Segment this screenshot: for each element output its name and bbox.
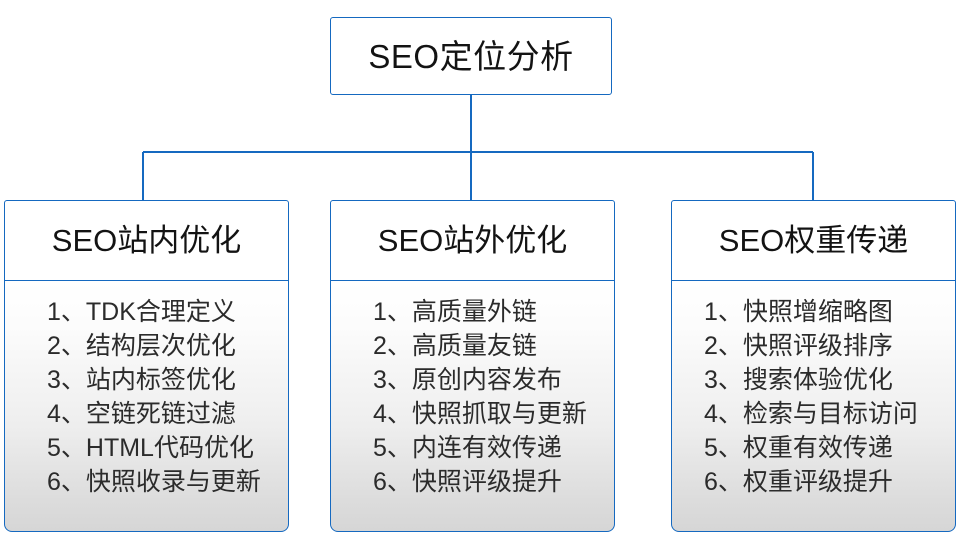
list-item: 1、TDK合理定义 [47,298,236,326]
root-node-title: SEO定位分析 [368,37,574,75]
branch-header-off-page[interactable]: SEO站外优化 [330,200,615,281]
branch-column-on-page: SEO站内优化 1、TDK合理定义 2、结构层次优化 3、站内标签优化 4、空链… [4,200,289,532]
list-item: 2、结构层次优化 [47,332,236,360]
list-item: 5、HTML代码优化 [47,434,254,462]
list-item: 5、内连有效传递 [373,434,562,462]
list-item: 1、高质量外链 [373,298,537,326]
branch-header-on-page[interactable]: SEO站内优化 [4,200,289,281]
branch-item-list: 1、快照增缩略图 2、快照评级排序 3、搜索体验优化 4、检索与目标访问 5、权… [672,295,918,499]
branch-header-title: SEO站内优化 [51,223,242,258]
branch-body-off-page: 1、高质量外链 2、高质量友链 3、原创内容发布 4、快照抓取与更新 5、内连有… [330,281,615,532]
root-node[interactable]: SEO定位分析 [330,17,612,95]
list-item: 3、搜索体验优化 [704,366,893,394]
branch-body-on-page: 1、TDK合理定义 2、结构层次优化 3、站内标签优化 4、空链死链过滤 5、H… [4,281,289,532]
list-item: 6、权重评级提升 [704,468,893,496]
branch-item-list: 1、高质量外链 2、高质量友链 3、原创内容发布 4、快照抓取与更新 5、内连有… [331,295,587,499]
list-item: 2、高质量友链 [373,332,537,360]
branch-column-weight-transfer: SEO权重传递 1、快照增缩略图 2、快照评级排序 3、搜索体验优化 4、检索与… [671,200,956,532]
branch-header-title: SEO站外优化 [377,223,568,258]
list-item: 4、空链死链过滤 [47,400,236,428]
branch-item-list: 1、TDK合理定义 2、结构层次优化 3、站内标签优化 4、空链死链过滤 5、H… [5,295,261,499]
list-item: 5、权重有效传递 [704,434,893,462]
list-item: 2、快照评级排序 [704,332,893,360]
branch-body-weight-transfer: 1、快照增缩略图 2、快照评级排序 3、搜索体验优化 4、检索与目标访问 5、权… [671,281,956,532]
list-item: 3、站内标签优化 [47,366,236,394]
list-item: 4、快照抓取与更新 [373,400,587,428]
branch-column-off-page: SEO站外优化 1、高质量外链 2、高质量友链 3、原创内容发布 4、快照抓取与… [330,200,615,532]
list-item: 4、检索与目标访问 [704,400,918,428]
branch-header-title: SEO权重传递 [718,223,909,258]
list-item: 3、原创内容发布 [373,366,562,394]
list-item: 1、快照增缩略图 [704,298,893,326]
list-item: 6、快照收录与更新 [47,468,261,496]
list-item: 6、快照评级提升 [373,468,562,496]
branch-header-weight-transfer[interactable]: SEO权重传递 [671,200,956,281]
